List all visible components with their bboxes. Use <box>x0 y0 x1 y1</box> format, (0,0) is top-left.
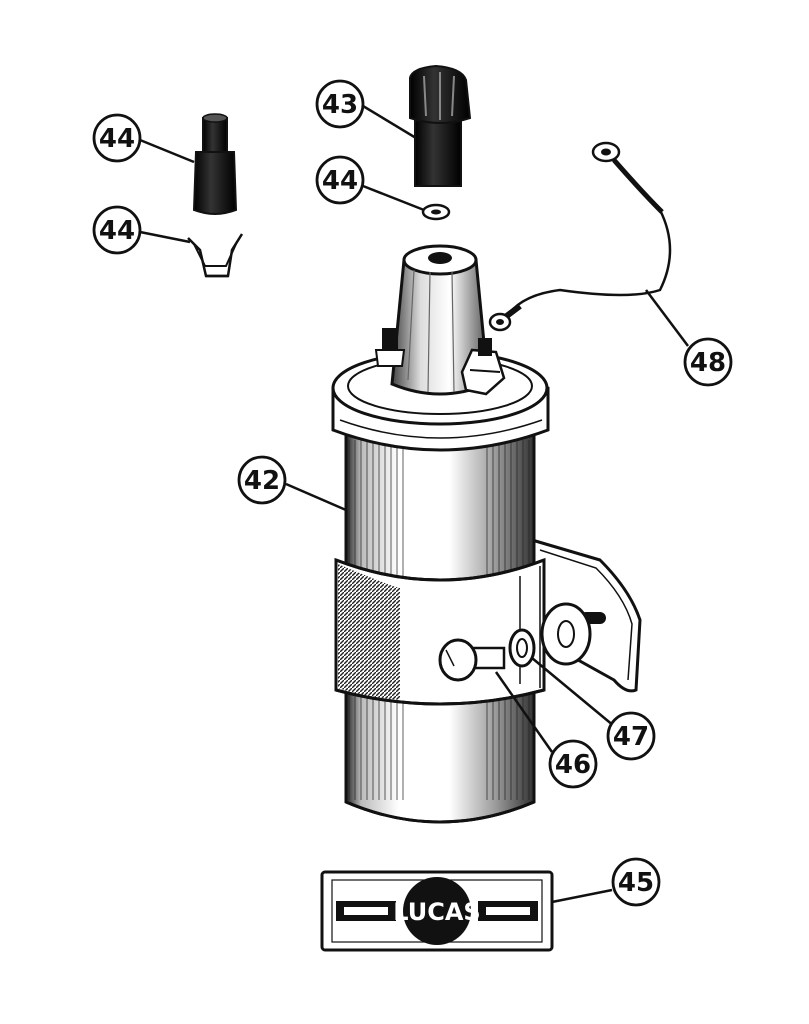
ignition-coil-body <box>331 244 642 824</box>
callout-46-label: 46 <box>555 750 591 780</box>
callout-44-clip: 44 <box>92 205 142 255</box>
callout-48: 48 <box>683 337 733 387</box>
callout-44-sleeve-label: 44 <box>99 124 135 154</box>
lt-lead-wire <box>488 141 672 332</box>
lt-terminal-left <box>374 328 406 367</box>
callout-47-label: 47 <box>613 722 649 752</box>
lt-terminal-right <box>460 338 506 396</box>
terminal-sleeve <box>192 113 238 215</box>
lucas-logo-text: LUCAS <box>393 898 480 926</box>
callout-44-sleeve: 44 <box>92 113 142 163</box>
ht-terminal-nut <box>409 64 472 187</box>
lock-washer <box>508 628 536 668</box>
callout-45-label: 45 <box>618 868 654 898</box>
callout-43-label: 43 <box>322 90 358 120</box>
callout-47: 47 <box>606 711 656 761</box>
clamp-bolt-head <box>438 638 506 682</box>
callout-46: 46 <box>548 739 598 789</box>
callout-44-washer-label: 44 <box>322 166 358 196</box>
callout-42: 42 <box>237 455 287 505</box>
callout-45: 45 <box>611 857 661 907</box>
callout-43: 43 <box>315 79 365 129</box>
callout-42-label: 42 <box>244 466 280 496</box>
callout-44-washer: 44 <box>315 155 365 205</box>
callout-48-label: 48 <box>690 348 726 378</box>
terminal-washer <box>421 203 451 221</box>
terminal-clip <box>187 233 244 278</box>
callout-44-clip-label: 44 <box>99 216 135 246</box>
leader-lines <box>139 104 689 904</box>
lucas-label-plate: LUCAS <box>320 870 554 952</box>
